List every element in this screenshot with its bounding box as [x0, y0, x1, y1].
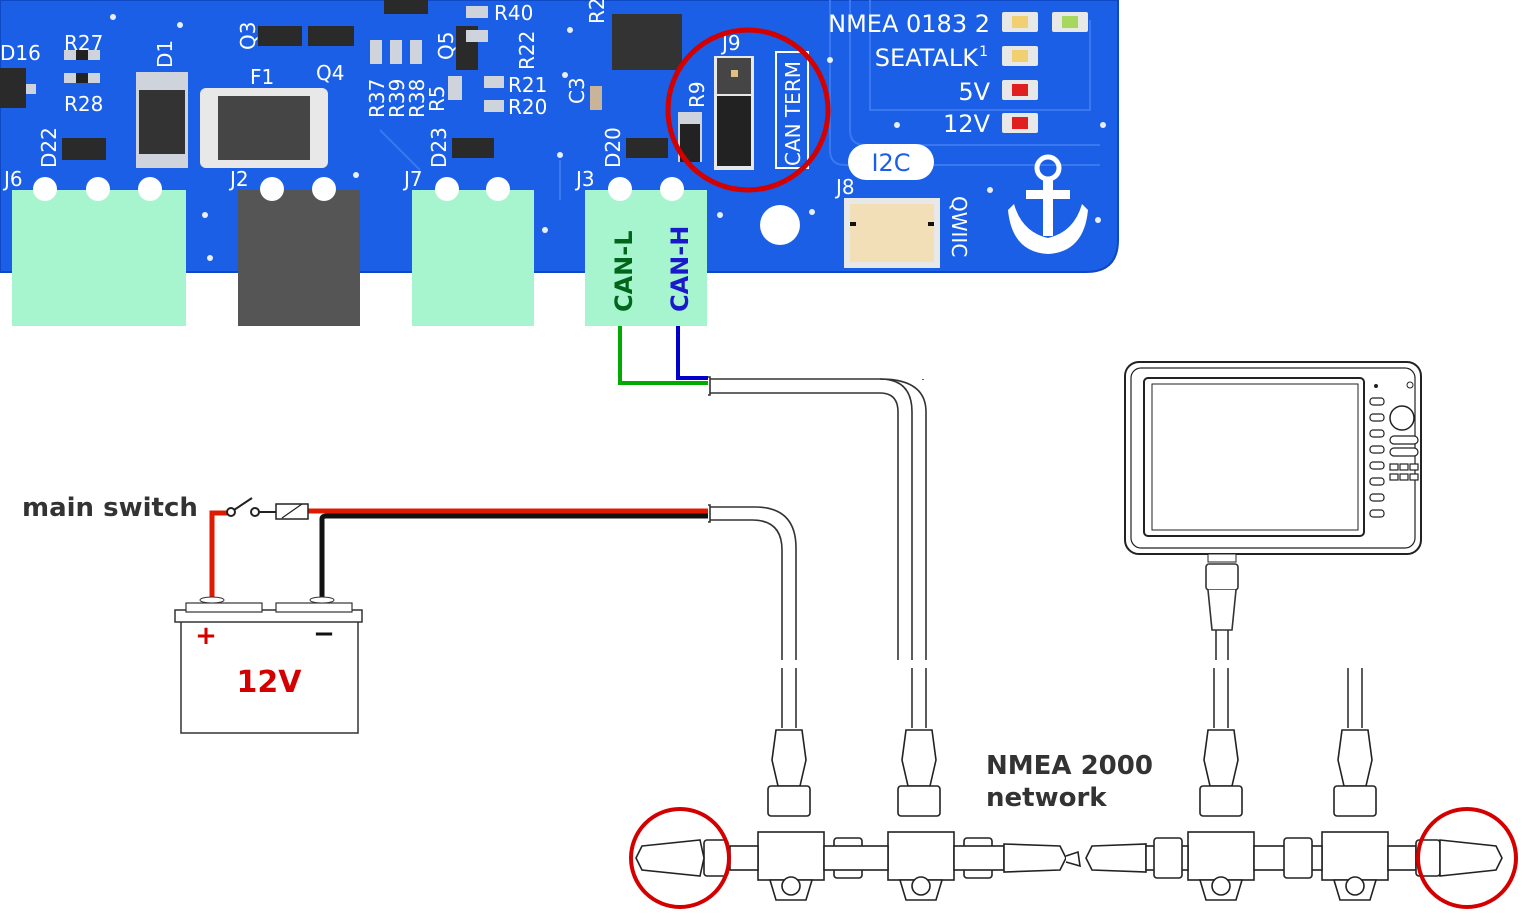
highlight-circle-terminator-left	[629, 807, 731, 909]
network-label-line1: NMEA 2000	[986, 751, 1153, 781]
drop-connector-1	[767, 729, 811, 817]
refdes-j3: J3	[574, 167, 595, 191]
refdes-d1: D1	[153, 40, 177, 68]
battery-voltage: 12V	[237, 665, 303, 700]
tee-2	[887, 831, 955, 901]
refdes-j2: J2	[228, 167, 249, 191]
nmea2000-backbone	[635, 729, 1503, 901]
i2c-label: I2C	[871, 149, 910, 177]
can-wires	[618, 326, 708, 385]
battery-minus: −	[313, 619, 335, 649]
connector-j7	[412, 190, 534, 326]
refdes-j7: J7	[402, 167, 423, 191]
drop-cable-spare	[1347, 668, 1363, 728]
can-l-wire	[618, 326, 708, 385]
refdes-f1: F1	[250, 65, 274, 89]
can-term-label: CAN TERM	[781, 61, 805, 166]
refdes-d20: D20	[601, 127, 625, 168]
refdes-r39: R39	[385, 79, 409, 118]
refdes-q5: Q5	[434, 32, 458, 60]
drop-connector-3	[1199, 729, 1243, 817]
led-5v-label: 5V	[958, 78, 990, 106]
refdes-r38: R38	[405, 79, 429, 118]
drop-connector-4	[1333, 729, 1377, 817]
anchor-icon	[1008, 154, 1088, 254]
refdes-d23: D23	[427, 127, 451, 168]
negative-wire	[319, 513, 708, 598]
power-wires	[209, 508, 708, 598]
drop-cable-can	[708, 376, 927, 660]
network-label-line2: network	[986, 783, 1107, 813]
refdes-d16: D16	[0, 41, 41, 65]
drop-cable-power	[708, 504, 797, 660]
seatalk-superscript: 1	[979, 44, 988, 60]
highlight-circle-j9	[665, 27, 831, 193]
nmea0183-label: NMEA 0183 2	[828, 10, 990, 38]
connector-j6	[12, 190, 186, 326]
tee-3	[1187, 831, 1255, 901]
refdes-r5: R5	[425, 85, 449, 112]
main-switch-symbol	[226, 497, 276, 517]
battery-plus: +	[195, 621, 217, 651]
refdes-r37: R37	[365, 79, 389, 118]
battery: + − 12V	[174, 596, 363, 734]
terminator-right	[1415, 839, 1503, 877]
i2c-badge	[848, 144, 934, 180]
refdes-j6: J6	[2, 167, 23, 191]
refdes-r28: R28	[64, 92, 103, 116]
highlight-circle-terminator-right	[1416, 807, 1518, 909]
connector-j2	[238, 190, 360, 326]
mounting-hole	[760, 205, 800, 245]
pcb-connectors: CAN-L CAN-H	[12, 177, 707, 326]
refdes-r22: R22	[515, 31, 539, 70]
refdes-r9: R9	[685, 81, 709, 108]
seatalk-label: SEATALK	[875, 44, 980, 72]
drop-connector-2	[897, 729, 941, 817]
refdes-r20: R20	[508, 95, 547, 119]
can-h-label: CAN-H	[666, 226, 694, 312]
refdes-q3: Q3	[236, 22, 260, 50]
positive-wire	[209, 510, 228, 598]
refdes-r2: R2	[585, 0, 609, 24]
connector-j3	[585, 190, 707, 326]
refdes-r40: R40	[494, 1, 533, 25]
refdes-r21: R21	[508, 73, 547, 97]
refdes-r27: R27	[64, 31, 103, 55]
refdes-j8: J8	[834, 175, 855, 199]
can-term-box	[775, 51, 809, 169]
can-h-wire	[676, 326, 708, 380]
refdes-j9: J9	[720, 31, 741, 55]
led-12v-label: 12V	[943, 110, 991, 138]
main-switch-label: main switch	[22, 493, 198, 523]
refdes-q4: Q4	[316, 61, 344, 85]
qwiic-label: QWIIC	[947, 196, 971, 257]
drop-cable-display	[1205, 563, 1239, 728]
can-l-label: CAN-L	[610, 230, 638, 312]
smd-components	[0, 0, 1088, 268]
tee-1	[757, 831, 825, 901]
chartplotter-display	[1124, 361, 1422, 563]
refdes-d22: D22	[37, 127, 61, 168]
refdes-c3: C3	[565, 77, 589, 104]
tee-4	[1321, 831, 1389, 901]
terminator-left	[635, 839, 705, 877]
